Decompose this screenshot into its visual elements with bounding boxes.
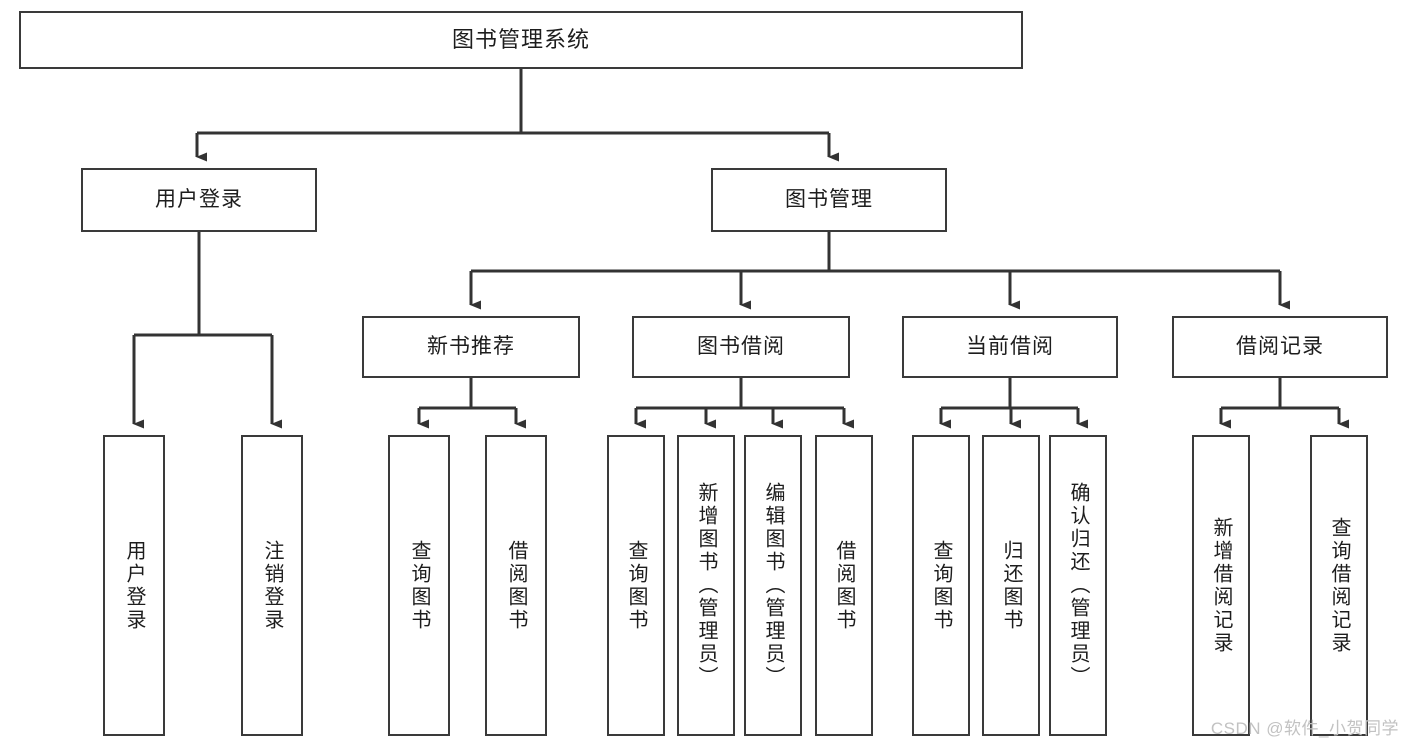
- node-leaf-query-record[interactable]: 查询借阅记录: [1310, 435, 1368, 736]
- node-leaf-borrow-book-2[interactable]: 借阅图书: [815, 435, 873, 736]
- node-leaf-borrow-book-1[interactable]: 借阅图书: [485, 435, 547, 736]
- csdn-watermark: CSDN @软件_小贺同学: [1210, 719, 1399, 738]
- node-book-borrow[interactable]: 图书借阅: [632, 316, 850, 378]
- node-borrow-record[interactable]: 借阅记录: [1172, 316, 1388, 378]
- node-leaf-add-record-label: 新增借阅记录: [1210, 516, 1232, 655]
- node-book-manage[interactable]: 图书管理: [711, 168, 947, 232]
- node-leaf-query-book-3-label: 查询图书: [930, 539, 952, 632]
- node-book-borrow-label: 图书借阅: [697, 334, 785, 358]
- node-current-borrow[interactable]: 当前借阅: [902, 316, 1118, 378]
- node-current-borrow-label: 当前借阅: [966, 334, 1054, 358]
- node-leaf-return-book[interactable]: 归还图书: [982, 435, 1040, 736]
- node-borrow-record-label: 借阅记录: [1236, 334, 1324, 358]
- node-leaf-confirm-return[interactable]: 确认归还（管理员）: [1049, 435, 1107, 736]
- node-leaf-query-book-1-label: 查询图书: [408, 539, 430, 632]
- node-leaf-add-book-label: 新增图书（管理员）: [695, 482, 717, 689]
- node-leaf-edit-book-label: 编辑图书（管理员）: [762, 482, 784, 689]
- node-leaf-user-login-label: 用户登录: [123, 539, 145, 632]
- node-leaf-user-login[interactable]: 用户登录: [103, 435, 165, 736]
- node-leaf-edit-book[interactable]: 编辑图书（管理员）: [744, 435, 802, 736]
- node-leaf-query-book-2-label: 查询图书: [625, 539, 647, 632]
- node-book-manage-label: 图书管理: [785, 187, 873, 211]
- node-leaf-add-record[interactable]: 新增借阅记录: [1192, 435, 1250, 736]
- node-leaf-query-book-1[interactable]: 查询图书: [388, 435, 450, 736]
- node-leaf-query-book-3[interactable]: 查询图书: [912, 435, 970, 736]
- node-user-login[interactable]: 用户登录: [81, 168, 317, 232]
- node-user-login-label: 用户登录: [155, 187, 243, 211]
- node-leaf-query-book-2[interactable]: 查询图书: [607, 435, 665, 736]
- node-leaf-add-book[interactable]: 新增图书（管理员）: [677, 435, 735, 736]
- node-new-book-recommend[interactable]: 新书推荐: [362, 316, 580, 378]
- node-root-label: 图书管理系统: [451, 27, 590, 53]
- node-leaf-confirm-return-label: 确认归还（管理员）: [1067, 482, 1089, 689]
- node-leaf-return-book-label: 归还图书: [1000, 539, 1022, 632]
- node-root[interactable]: 图书管理系统: [19, 11, 1023, 69]
- node-leaf-query-record-label: 查询借阅记录: [1328, 516, 1350, 655]
- node-leaf-borrow-book-1-label: 借阅图书: [505, 539, 527, 632]
- node-leaf-logout-label: 注销登录: [261, 539, 283, 632]
- node-leaf-logout[interactable]: 注销登录: [241, 435, 303, 736]
- node-leaf-borrow-book-2-label: 借阅图书: [833, 539, 855, 632]
- node-new-book-recommend-label: 新书推荐: [427, 334, 515, 358]
